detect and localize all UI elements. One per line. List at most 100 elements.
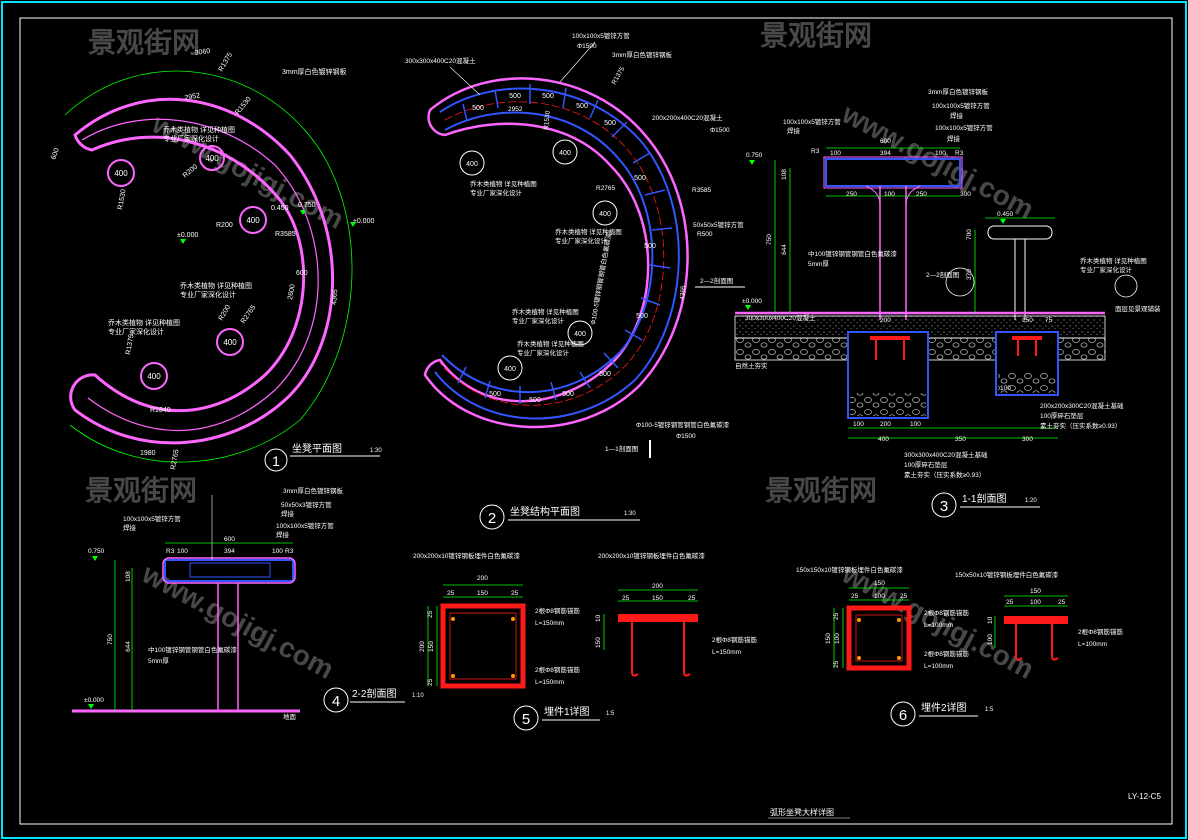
svg-text:250: 250 (916, 191, 927, 198)
stem-flare (865, 185, 921, 206)
svg-text:200: 200 (419, 641, 426, 652)
dim-label: R1530 (234, 96, 253, 116)
footing-2-gravel (998, 372, 1056, 393)
svg-text:100: 100 (910, 421, 921, 428)
segment-dims: 500 500 500 500 500 500 500 500 500 500 … (472, 93, 656, 404)
section-mark: 1—1剖面图 (605, 444, 638, 453)
sheet-code: LY-12-C5 (1128, 792, 1161, 801)
svg-text:5mm厚: 5mm厚 (808, 260, 829, 268)
dim-label: 3060 (194, 48, 211, 57)
svg-text:100: 100 (935, 150, 946, 157)
svg-text:150: 150 (595, 637, 602, 648)
anchor-bolt (857, 656, 861, 660)
svg-text:L=100mm: L=100mm (924, 663, 953, 670)
section-mark: 2—2剖面图 (700, 276, 733, 285)
svg-text:394: 394 (880, 150, 891, 157)
svg-text:L=150mm: L=150mm (535, 679, 564, 686)
view-number: 1 (272, 453, 280, 469)
note: R3585 (692, 187, 712, 194)
dim-label: 2600 (287, 284, 297, 301)
svg-text:100x100x5镀锌方管: 100x100x5镀锌方管 (935, 123, 993, 132)
level-triangle (350, 222, 356, 227)
svg-text:R3: R3 (955, 150, 964, 157)
red-centerline (439, 101, 665, 406)
embed-plate-inner (449, 612, 517, 680)
view-title: 埋件2详图 (921, 701, 967, 714)
svg-text:100: 100 (830, 150, 841, 157)
plant-note: 专业厂家深化设计 (163, 134, 219, 143)
svg-text:100: 100 (272, 548, 283, 555)
svg-text:500: 500 (599, 371, 611, 378)
svg-text:150x150x10镀锌钢板埋件白色氟碳漆: 150x150x10镀锌钢板埋件白色氟碳漆 (796, 565, 903, 574)
view-number: 2 (488, 510, 496, 527)
svg-text:644: 644 (781, 244, 788, 255)
svg-text:L=150mm: L=150mm (712, 649, 741, 656)
seat-plate (825, 158, 961, 187)
svg-text:100: 100 (874, 593, 885, 600)
svg-text:700: 700 (966, 229, 973, 240)
footing-1-gravel (850, 393, 926, 416)
svg-text:3mm厚白色镀锌钢板: 3mm厚白色镀锌钢板 (283, 486, 343, 495)
svg-text:350: 350 (955, 436, 966, 443)
embed-plate-elevation (618, 614, 698, 622)
note: R2765 (596, 185, 616, 192)
svg-text:500: 500 (576, 103, 588, 110)
view-6-embed-2: 150x150x10镀锌钢板埋件白色氟碳漆 150x50x10镀锌钢板埋件白色氟… (796, 565, 1123, 727)
svg-text:10: 10 (595, 614, 602, 622)
note: 乔木类植物 详见种植图 (555, 227, 622, 236)
embed-plate (1012, 336, 1042, 340)
svg-text:300: 300 (960, 191, 971, 198)
drawing-title: 弧形坐凳大样详图 (770, 807, 834, 817)
anchor-hook (1051, 624, 1059, 661)
note: 200x200x400C20混凝土 (652, 113, 723, 122)
svg-text:200: 200 (880, 421, 891, 428)
bench-outline-outer (423, 77, 689, 429)
level-mark: 0.450 (271, 205, 289, 212)
dim-label: R200 (216, 222, 233, 229)
hole-dim: 400 (223, 338, 237, 347)
svg-text:400: 400 (504, 366, 516, 373)
svg-text:200x200x300C20混凝土基础: 200x200x300C20混凝土基础 (1040, 401, 1124, 410)
svg-text:100: 100 (884, 191, 895, 198)
seat-plate-outline (162, 557, 296, 584)
plant-note: 专业厂家深化设计 (108, 327, 164, 336)
plant-note: 专业厂家深化设计 (180, 290, 236, 299)
svg-text:2根Φ8钢筋锚筋: 2根Φ8钢筋锚筋 (712, 635, 757, 644)
svg-text:25: 25 (833, 612, 840, 620)
svg-text:150: 150 (1030, 588, 1041, 595)
tree-hole (552, 139, 578, 165)
svg-text:L=150mm: L=150mm (535, 620, 564, 627)
svg-text:150: 150 (825, 633, 832, 644)
dim-label: R1840 (150, 407, 171, 414)
svg-text:100: 100 (987, 634, 994, 645)
svg-text:100x100x5镀锌方管: 100x100x5镀锌方管 (932, 101, 990, 110)
view-title: 1-1剖面图 (962, 492, 1006, 505)
material-note: 3mm厚白色镀锌钢板 (282, 67, 347, 76)
note: 2952 (508, 106, 523, 113)
post-cap (987, 225, 1053, 240)
note: 3mm厚白色镀锌钢板 (612, 50, 672, 59)
svg-text:400: 400 (466, 161, 478, 168)
watermark-url: www.gojigj.com (836, 97, 1039, 224)
svg-text:200: 200 (652, 583, 663, 590)
view-scale: 1:30 (370, 448, 382, 454)
svg-text:100: 100 (853, 421, 864, 428)
tree-hole (239, 206, 267, 234)
svg-text:400: 400 (574, 331, 586, 338)
svg-text:500: 500 (529, 397, 541, 404)
svg-text:2根Φ8钢筋锚筋: 2根Φ8钢筋锚筋 (535, 665, 580, 674)
tree-holes (107, 145, 267, 390)
plant-note: 乔木类植物 详见种植图 (108, 318, 180, 327)
svg-text:500: 500 (542, 93, 554, 100)
svg-text:500: 500 (489, 391, 501, 398)
svg-text:地面: 地面 (283, 712, 297, 721)
svg-text:750: 750 (107, 634, 114, 645)
svg-text:100: 100 (1030, 599, 1041, 606)
svg-text:100: 100 (834, 633, 841, 644)
svg-text:±0.000: ±0.000 (84, 697, 104, 704)
note: 专业厂家深化设计 (470, 188, 523, 197)
dim-label: R1375 (125, 334, 135, 356)
seat-plate-outline (823, 156, 963, 189)
svg-text:2根Φ8钢筋锚筋: 2根Φ8钢筋锚筋 (1078, 627, 1123, 636)
tree-symbol (1114, 274, 1138, 298)
